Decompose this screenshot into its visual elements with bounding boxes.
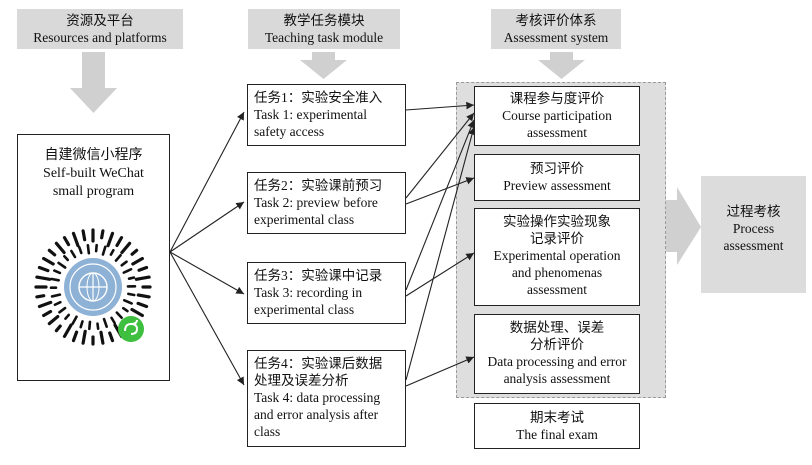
- link-platform-task4: [169, 251, 245, 386]
- link-task4-course: [405, 126, 476, 381]
- header-tasks: 教学任务模块 Teaching task module: [248, 9, 400, 49]
- assessment-3-zh: 实验操作实验现象: [503, 214, 611, 229]
- assessment-1-en-line1: Course participation: [502, 108, 612, 123]
- link-platform-task3: [169, 251, 245, 295]
- assessment-4-en-line1: Data processing and error: [487, 354, 627, 369]
- task-4-zh2: 处理及误差分析: [254, 373, 349, 388]
- platform-zh: 自建微信小程序: [44, 148, 143, 163]
- assessment-4-zh2: 分析评价: [530, 337, 584, 352]
- output-zh: 过程考核: [726, 204, 781, 219]
- platform-en1: Self-built WeChat: [43, 166, 144, 181]
- down-arrow-resources: [70, 52, 117, 113]
- header-assessment: 考核评价体系 Assessment system: [491, 9, 621, 49]
- assessment-4-zh: 数据处理、误差: [509, 320, 605, 335]
- header-resources: 资源及平台 Resources and platforms: [17, 9, 183, 49]
- task-4-en-line3: class: [254, 424, 281, 439]
- task-2-zh: 任务2：实验课前预习: [254, 178, 383, 193]
- assessment-3-en-line1: Experimental operation: [493, 248, 621, 263]
- link-platform-task1: [169, 111, 245, 253]
- task-2-en-line2: experimental class: [254, 212, 355, 227]
- final-exam-zh: 期末考试: [530, 410, 584, 425]
- task-4-en-line1: Task 4: data processing: [254, 390, 381, 405]
- output-en1: Process: [732, 221, 775, 236]
- link-platform-task2: [169, 201, 245, 253]
- task-3-box: 任务3：实验课中记录 Task 3: recording in experime…: [247, 262, 406, 324]
- link-task3-course: [405, 119, 475, 291]
- right-arrow-output: [666, 187, 701, 265]
- task-4-zh: 任务4：实验课后数据: [254, 356, 383, 371]
- assessment-3-en-line3: assessment: [527, 282, 587, 297]
- down-arrow-tasks: [300, 52, 347, 79]
- task-3-en-line2: experimental class: [254, 302, 355, 317]
- header-assessment-en: Assessment system: [503, 30, 609, 45]
- assessment-data-processing: 数据处理、误差 分析评价 Data processing and error a…: [474, 314, 640, 394]
- task-3-en-line1: Task 3: recording in: [254, 285, 363, 300]
- wechat-mini-program-qr-icon: [34, 228, 152, 346]
- header-resources-en: Resources and platforms: [33, 30, 167, 45]
- header-resources-zh: 资源及平台: [66, 13, 134, 28]
- assessment-3-en-line2: and phenomenas: [511, 265, 603, 280]
- assessment-operation: 实验操作实验现象 记录评价 Experimental operation and…: [474, 208, 640, 306]
- task-2-box: 任务2：实验课前预习 Task 2: preview before experi…: [247, 172, 406, 234]
- output-en2: assessment: [723, 238, 784, 253]
- task-4-box: 任务4：实验课后数据 处理及误差分析 Task 4: data processi…: [247, 350, 406, 447]
- assessment-2-en-line1: Preview assessment: [503, 178, 611, 193]
- link-task2-course: [405, 112, 475, 199]
- task-1-zh: 任务1：实验安全准入: [254, 90, 383, 105]
- header-tasks-zh: 教学任务模块: [283, 13, 365, 28]
- link-task4-data: [405, 356, 475, 387]
- assessment-1-zh: 课程参与度评价: [509, 91, 605, 106]
- final-exam-en: The final exam: [516, 427, 598, 442]
- task-4-en-line2: and error analysis after: [254, 407, 379, 422]
- header-tasks-en: Teaching task module: [264, 30, 384, 45]
- assessment-3-zh2: 记录评价: [530, 231, 584, 246]
- link-task2-preview: [405, 177, 475, 205]
- task-1-en-line1: Task 1: experimental: [254, 107, 368, 122]
- link-task1-course: [405, 101, 475, 111]
- assessment-2-zh: 预习评价: [530, 161, 584, 176]
- assessment-preview: 预习评价 Preview assessment: [474, 154, 640, 201]
- down-arrow-assessment: [538, 52, 585, 79]
- assessment-course-participation: 课程参与度评价 Course participation assessment: [474, 86, 640, 146]
- assessment-4-en-line2: analysis assessment: [503, 371, 611, 386]
- final-exam-box: 期末考试 The final exam: [474, 403, 640, 449]
- platform-en2: small program: [52, 184, 135, 199]
- assessment-1-en-line2: assessment: [527, 125, 587, 140]
- task-2-en-line1: Task 2: preview before: [254, 195, 378, 210]
- link-task3-operation: [405, 252, 475, 297]
- task-1-box: 任务1：实验安全准入 Task 1: experimental safety a…: [247, 84, 406, 146]
- task-3-zh: 任务3：实验课中记录: [254, 268, 383, 283]
- process-assessment-box: 过程考核 Process assessment: [701, 176, 806, 293]
- header-assessment-zh: 考核评价体系: [515, 13, 597, 28]
- task-1-en-line2: safety access: [254, 124, 325, 139]
